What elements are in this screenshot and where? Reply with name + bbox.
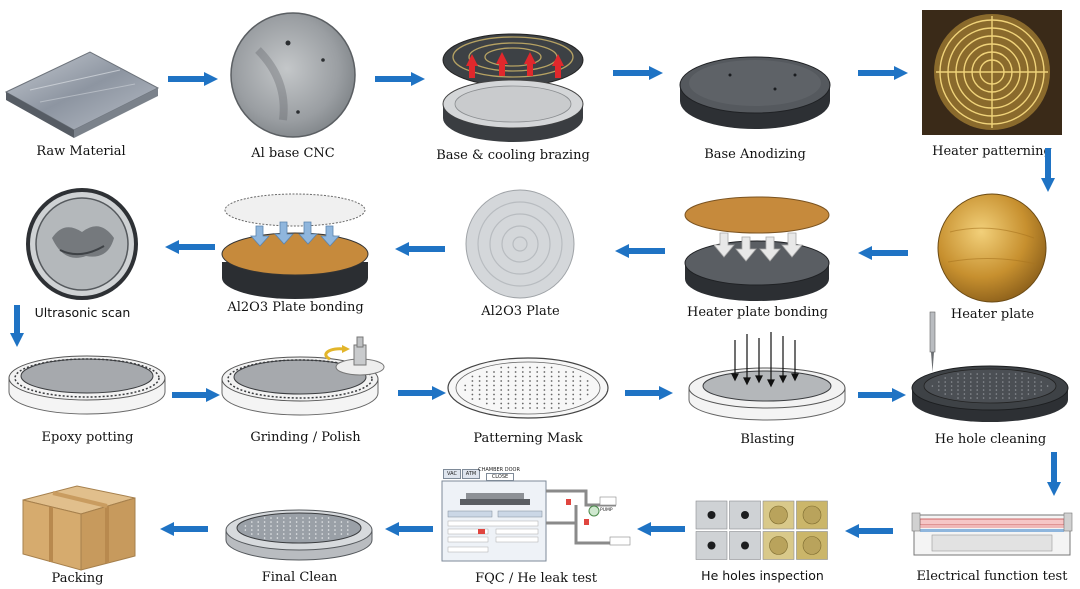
flow-arrow-right (613, 66, 663, 80)
step-grinding-polish: Grinding / Polish (218, 335, 393, 453)
step-base-cooling-brazing: Base & cooling brazing (436, 20, 590, 175)
step-label: Base & cooling brazing (436, 148, 590, 163)
step-al2o3-plate: Al2O3 Plate (458, 188, 583, 327)
epoxy-potting-image (8, 355, 166, 415)
al-base-disc-image (230, 12, 356, 138)
flow-arrow-right (625, 386, 673, 400)
flow-arrow-down (10, 305, 24, 347)
flow-arrow-right (398, 386, 446, 400)
step-label: Blasting (740, 432, 795, 447)
step-patterning-mask: Patterning Mask (443, 352, 613, 453)
step-label: Epoxy potting (41, 430, 134, 445)
flow-arrow-left (615, 244, 665, 258)
pump-label: PUMP (600, 508, 613, 513)
step-blasting: Blasting (685, 330, 850, 453)
step-final-clean: Final Clean (222, 500, 377, 589)
step-fqc-he-leak-test: VAC ATM CHAMBER DOOR CLOSE PUMP FQC / He… (440, 467, 632, 589)
step-raw-material: Raw Material (0, 40, 162, 172)
cardboard-box-image (22, 485, 136, 571)
fqc-control-panel: VAC ATM CHAMBER DOOR CLOSE PUMP (440, 467, 632, 563)
flow-arrow-left (395, 242, 445, 256)
vac-button[interactable]: VAC (443, 469, 461, 479)
step-label: Patterning Mask (473, 431, 583, 446)
step-label: Raw Material (36, 144, 126, 159)
step-packing: Packing (15, 480, 140, 589)
step-label: Ultrasonic scan (34, 305, 131, 320)
flow-arrow-right (172, 388, 220, 402)
electrical-test-image (911, 512, 1073, 556)
flow-arrow-down (1041, 148, 1055, 192)
flow-arrow-left (160, 522, 208, 536)
raw-material-image (4, 51, 160, 138)
grinding-image (221, 336, 385, 416)
al2o3-bonding-image (221, 193, 369, 299)
step-label: Al base CNC (251, 146, 335, 161)
heater-plate-image (937, 193, 1047, 303)
step-label: Final Clean (261, 570, 338, 585)
flow-arrow-right (375, 72, 425, 86)
flow-arrow-right (168, 72, 218, 86)
flow-arrow-right (858, 66, 908, 80)
brazing-assembly-image (442, 33, 584, 142)
flow-arrow-left (165, 240, 215, 254)
step-heater-plate: Heater plate (930, 192, 1055, 327)
step-label: Heater patterning (932, 144, 1052, 159)
step-label: Electrical function test (916, 569, 1068, 584)
chamber-door-label: CHAMBER DOOR (478, 467, 520, 473)
inspection-grid-image (695, 500, 830, 562)
chamber-door-state[interactable]: CLOSE (486, 473, 514, 481)
step-label: He hole cleaning (934, 432, 1047, 447)
flow-arrow-left (637, 522, 685, 536)
step-al2o3-plate-bonding: Al2O3 Plate bonding (218, 192, 373, 327)
final-clean-image (225, 509, 373, 561)
step-heater-patterning: Heater patterning (922, 10, 1062, 175)
step-label: Packing (51, 571, 104, 586)
step-label: FQC / He leak test (475, 571, 597, 586)
flow-arrow-left (858, 246, 908, 260)
flow-arrow-left (845, 524, 893, 538)
heater-pattern-image (922, 10, 1062, 135)
flow-arrow-right (858, 388, 906, 402)
step-label: Grinding / Polish (250, 430, 361, 445)
step-label: Base Anodizing (704, 147, 806, 162)
flow-arrow-left (385, 522, 433, 536)
step-heater-plate-bonding: Heater plate bonding (680, 195, 835, 327)
heater-plate-bonding-image (684, 196, 830, 301)
step-label: Heater plate bonding (686, 305, 829, 320)
step-label: Al2O3 Plate bonding (227, 300, 364, 315)
step-label: Al2O3 Plate (481, 304, 560, 319)
al2o3-plate-image (465, 189, 575, 299)
step-label: Heater plate (950, 307, 1035, 322)
anodized-base-image (679, 56, 831, 129)
fqc-panel-graphic (441, 480, 631, 562)
patterning-mask-image (447, 357, 609, 419)
step-label: He holes inspection (701, 568, 824, 583)
step-ultrasonic-scan: Ultrasonic scan (20, 188, 145, 327)
blasting-image (688, 332, 846, 421)
step-electrical-function-test: Electrical function test (911, 505, 1073, 589)
he-hole-cleaning-image (911, 311, 1069, 422)
atm-button[interactable]: ATM (462, 469, 480, 479)
step-he-holes-inspection: He holes inspection (695, 500, 830, 589)
ultrasonic-scan-image (26, 188, 138, 300)
step-base-anodizing: Base Anodizing (675, 45, 835, 175)
flow-arrow-down (1047, 452, 1061, 496)
step-epoxy-potting: Epoxy potting (5, 348, 170, 453)
step-al-base-cnc: Al base CNC (228, 10, 358, 175)
step-he-hole-cleaning: He hole cleaning (908, 311, 1073, 453)
